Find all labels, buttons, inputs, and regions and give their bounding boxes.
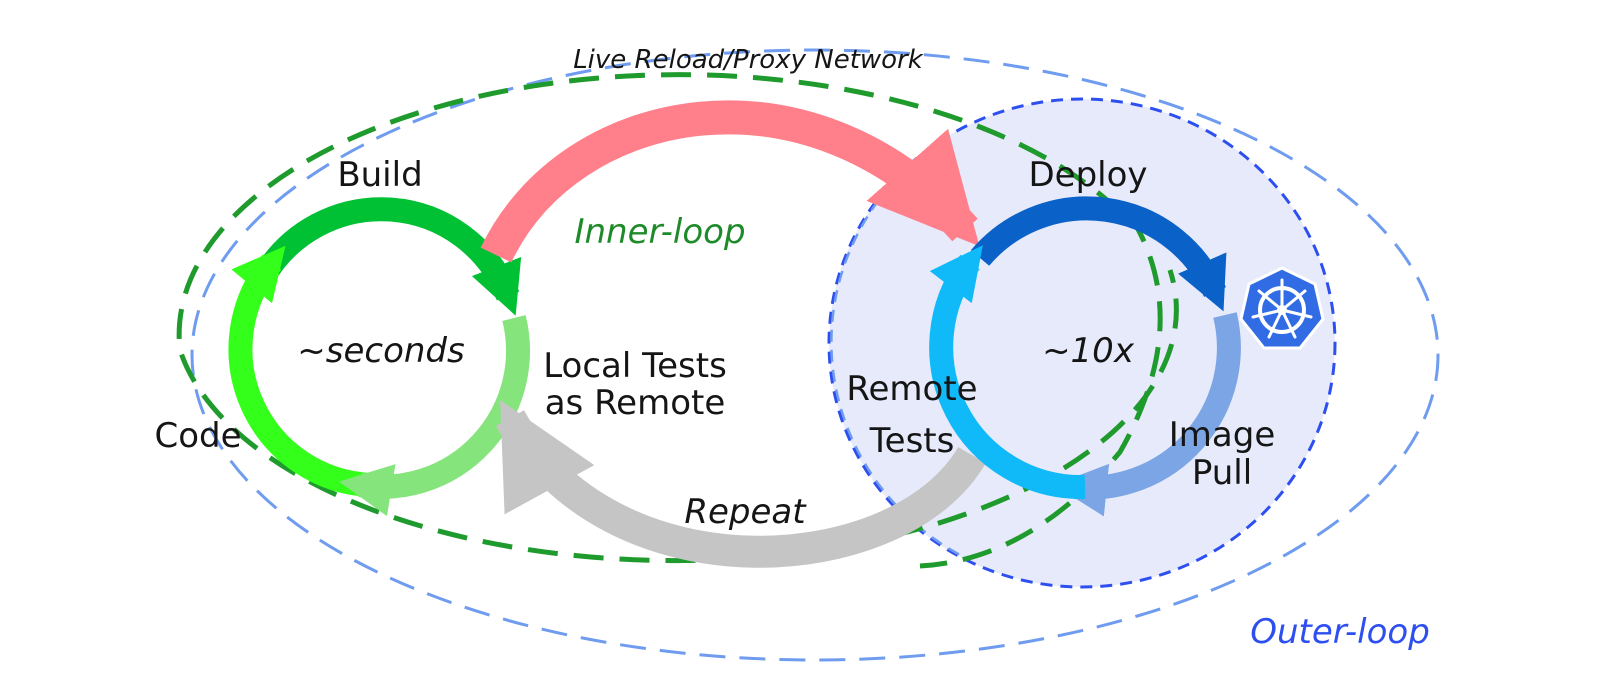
- remote-tests-label-line1: Remote: [846, 369, 977, 409]
- deploy-label: Deploy: [1028, 155, 1147, 195]
- local-tests-segment: [339, 315, 530, 517]
- repeat-label: Repeat: [684, 492, 807, 532]
- inner-loop-label: Inner-loop: [574, 212, 745, 252]
- live-reload-arrow: [480, 100, 980, 263]
- build-segment: [252, 197, 522, 316]
- repeat-arrow: [495, 400, 986, 568]
- build-label: Build: [337, 155, 422, 195]
- inner-loop-boundary-front: [919, 213, 1163, 569]
- local-tests-label-line1: Local Tests: [543, 346, 727, 386]
- inner-loop-boundary: [176, 72, 1179, 564]
- image-pull-label-line1: Image: [1169, 415, 1275, 455]
- code-label: Code: [154, 416, 241, 456]
- outer-loop-label: Outer-loop: [1250, 612, 1430, 652]
- remote-tests-label-line2: Tests: [869, 421, 955, 461]
- live-reload-label: Live Reload/Proxy Network: [573, 45, 924, 75]
- deploy-segment: [970, 196, 1227, 312]
- kubernetes-icon: [1239, 266, 1325, 350]
- outer-loop-boundary: [190, 48, 1440, 662]
- remote-tests-segment: [929, 245, 1086, 500]
- local-tests-label-line2: as Remote: [545, 383, 726, 423]
- seconds-label: ~seconds: [297, 331, 464, 371]
- ten-x-label: ~10x: [1042, 331, 1135, 371]
- image-pull-segment: [1053, 312, 1241, 517]
- image-pull-label-line2: Pull: [1192, 453, 1252, 493]
- code-segment: [228, 245, 373, 497]
